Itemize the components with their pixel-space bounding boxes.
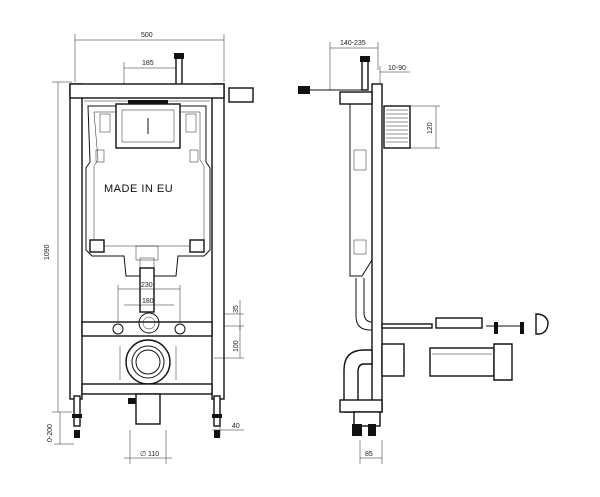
waste-bend (343, 349, 373, 413)
side-flush-pipe (355, 278, 372, 331)
drain-pipe (135, 393, 161, 425)
left-upright (69, 83, 83, 400)
offset-dimension: 185 (142, 60, 154, 67)
wall-range-dimension: 10-90 (388, 65, 406, 72)
spacing-narrow-dimension: 180 (142, 298, 154, 305)
bottom-crossbar (81, 383, 213, 395)
flush-plate (435, 317, 483, 329)
left-foot (73, 395, 81, 427)
outlet-offset-dimension: 100 (233, 340, 240, 352)
flush-connector (138, 312, 160, 334)
side-view: 140-235 10-90 (298, 40, 549, 464)
wall-plate (383, 105, 411, 149)
actuator-cap (535, 313, 549, 335)
depth-range-dimension: 140-235 (340, 40, 366, 47)
wall-bracket (228, 87, 254, 103)
top-offset-dimension: 35 (233, 305, 240, 313)
width-dimension: 500 (141, 32, 153, 39)
height-dimension: 1090 (44, 244, 51, 260)
spacing-wide-dimension: 230 (141, 282, 153, 289)
right-foot (213, 395, 221, 427)
cistern-body (85, 105, 211, 277)
outlet-connector (493, 343, 513, 381)
outlet-sleeve (429, 347, 495, 377)
brand-text: MADE IN EU (104, 183, 173, 195)
plate-height-dimension: 120 (427, 122, 434, 134)
waste-outlet (125, 339, 171, 385)
mount-hole-right (174, 323, 186, 335)
top-crossbar (69, 83, 225, 99)
cistern-side (349, 103, 373, 277)
middle-crossbar (81, 321, 213, 337)
front-view: 500 185 1090 MADE I (44, 32, 254, 464)
valve-icon (174, 53, 184, 59)
mount-hole-left (112, 323, 124, 335)
pipe-diameter-dimension: ∅ 110 (140, 451, 159, 458)
right-upright (211, 83, 225, 400)
foot-adjust-dimension: 0-200 (47, 424, 54, 442)
base-depth-dimension: 85 (365, 451, 373, 458)
side-valve-icon (298, 86, 310, 94)
foot-offset-dimension: 40 (232, 423, 240, 430)
side-frame-profile (371, 83, 383, 413)
flush-pipe (139, 267, 155, 313)
